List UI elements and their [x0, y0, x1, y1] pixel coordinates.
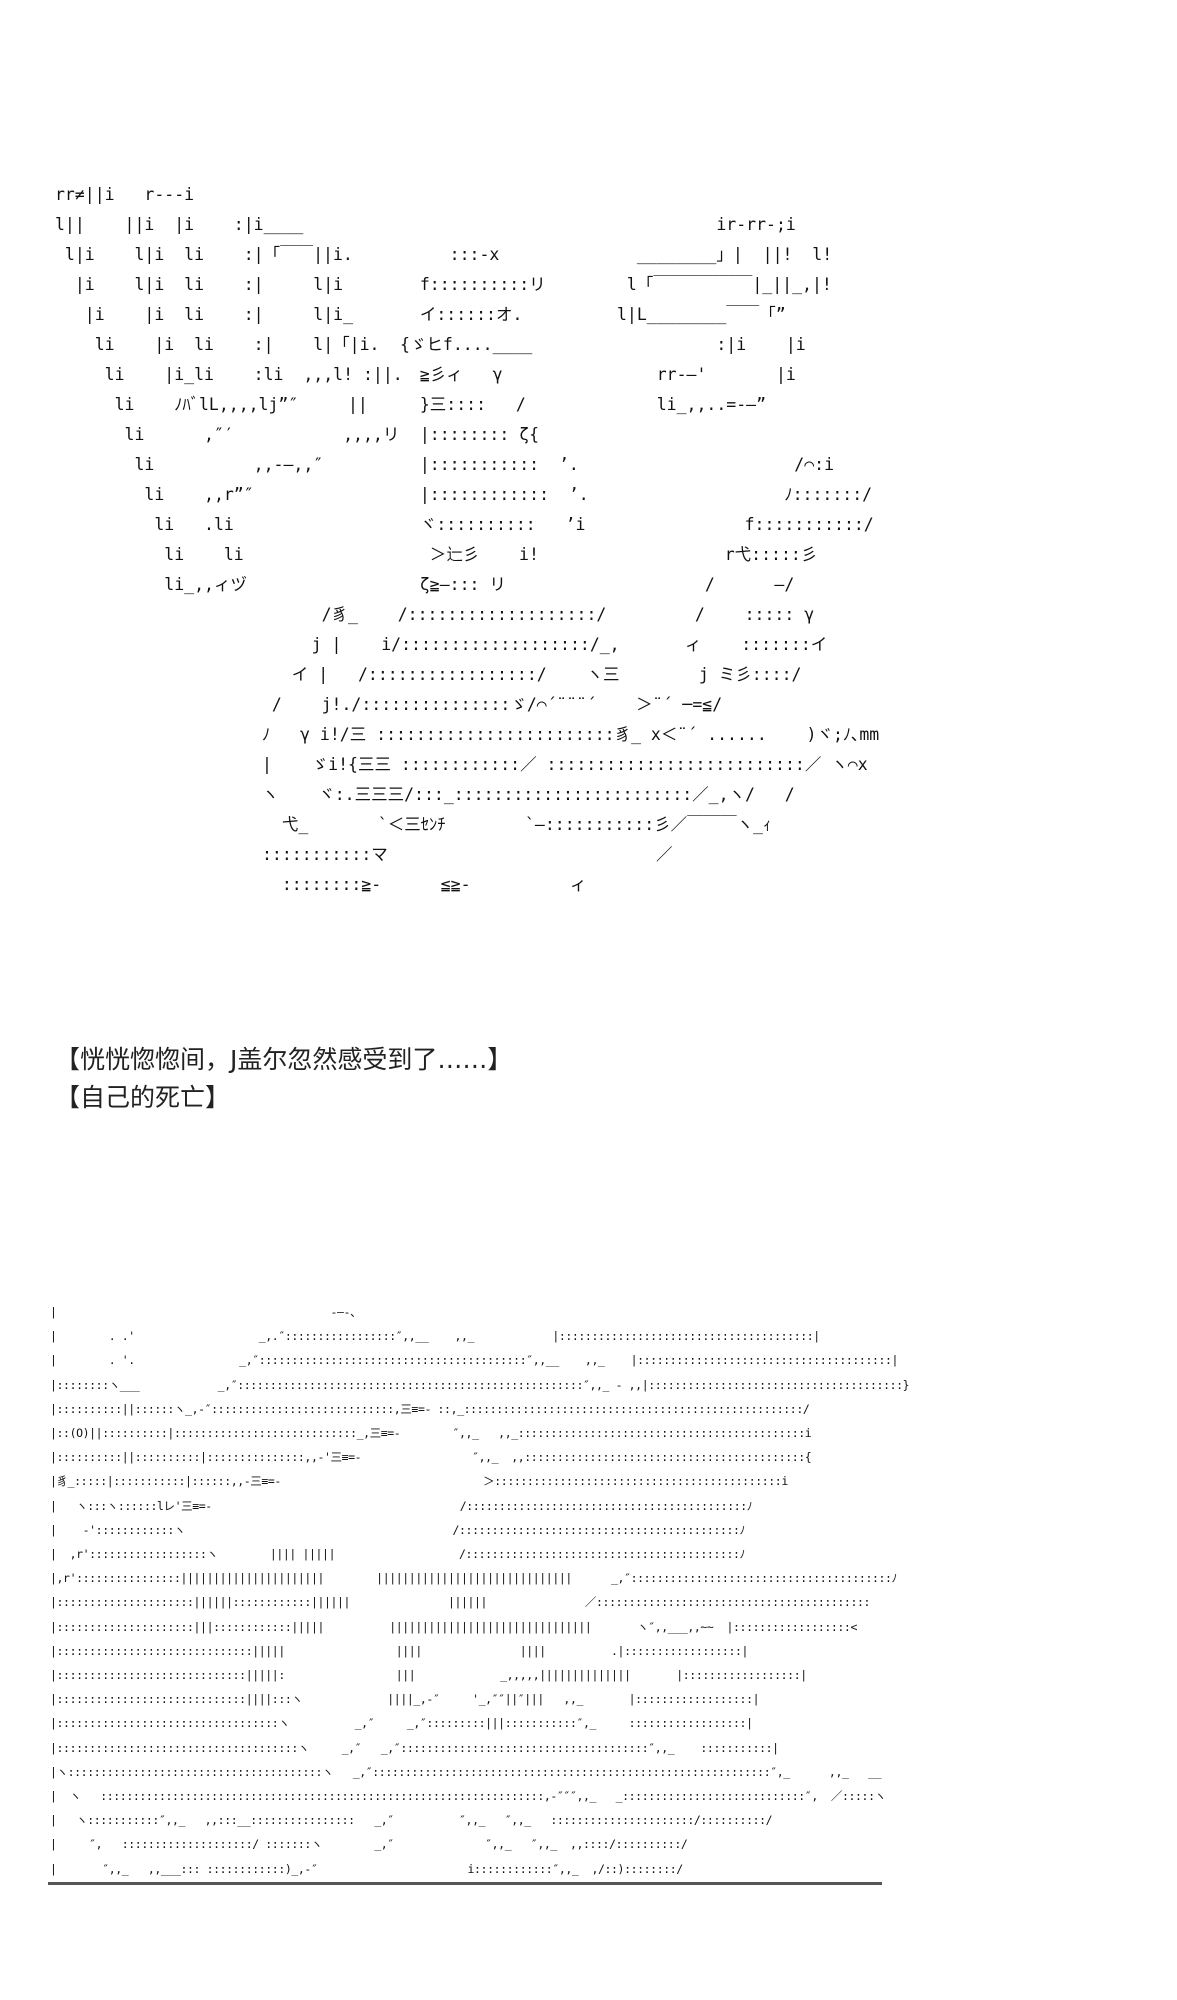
- ascii-art-raised-arm: /⌒:i ﾉ:::::::/ f:::::::::::/ r弋:::::彡 / …: [685, 450, 874, 660]
- ascii-art-line: li ﾉﾊﾞlL,,,,lj”″ ||: [55, 395, 368, 414]
- ascii-art-death-scene: | ‐―‐、| . .' _,.″:::::::::::::::::″,,__ …: [50, 1300, 910, 1881]
- ascii-art-line: l「￣￣￣￣￣￣|_||_,|!: [617, 275, 832, 294]
- ascii-art-line: ________」| ||! l!: [617, 245, 833, 264]
- ascii-art-line: イ | /:::::::::::::::::/ ヽ三 j ミ彡::::/: [262, 665, 802, 684]
- ascii-art-line: rr≠||i r---i: [55, 185, 195, 204]
- ascii-art-line: ヽ ヾ:.三三三/:::_::::::::::::::::::::::::／_,…: [262, 785, 795, 804]
- ascii-art-line: |i |i li :| l|i_: [55, 305, 354, 324]
- ascii-art-line: |:::::::::::::::::::::::::::::|||||: |||…: [50, 1668, 807, 1683]
- ascii-art-line: |::(O)||::::::::::|:::::::::::::::::::::…: [50, 1426, 812, 1441]
- ascii-art-line: |::::::::ヽ___ _,″:::::::::::::::::::::::…: [50, 1377, 910, 1392]
- ascii-art-pipe-hook: ir-rr-;i ________」| ||! l! l「￣￣￣￣￣￣|_||_…: [617, 210, 832, 420]
- ascii-art-line: | ″, ::::::::::::::::::::/ :::::::ヽ _,″ …: [50, 1837, 688, 1852]
- ascii-art-line: li_,,..=-―”: [617, 395, 767, 414]
- ascii-art-line: / ―/: [685, 575, 795, 594]
- ascii-art-line: | . .' _,.″:::::::::::::::::″,,__ ,,_ |:…: [50, 1329, 820, 1344]
- ascii-art-line: li ,,-―,,″: [55, 455, 324, 474]
- ascii-art-line: | -'::::::::::::ヽ /:::::::::::::::::::::…: [50, 1522, 745, 1537]
- ascii-art-line: ﾉ:::::::/: [685, 485, 873, 504]
- ascii-art-line: li |i_li :li ,,,l! :||.: [55, 365, 403, 384]
- ascii-art-line: |豸_:::::|:::::::::::|::::::,,-三≡=- ＞::::…: [50, 1474, 788, 1489]
- ascii-art-line: :::::::::::マ ／: [262, 845, 673, 864]
- ground-line-divider: [48, 1882, 882, 1885]
- ascii-art-line: | ‐―‐、: [50, 1305, 362, 1319]
- ascii-art-line: |::::::::::||::::::::::|:::::::::::::::,…: [50, 1450, 812, 1465]
- ascii-art-line: |:::::::::::: ’.: [400, 485, 589, 504]
- ascii-art-line: |:::::::::::::::::::::::::::::::::::::ヽ …: [50, 1740, 779, 1755]
- ascii-art-line: :::-x: [400, 245, 500, 264]
- ascii-art-line: j | i/:::::::::::::::::::/_,: [262, 635, 620, 654]
- ascii-art-line: |i l|i li :| l|i: [55, 275, 344, 294]
- ascii-art-line: f:::::::::::/: [685, 515, 874, 534]
- ascii-art-line: ≧彡ィ γ: [400, 365, 503, 384]
- ascii-art-line: :|i |i: [617, 335, 806, 354]
- ascii-art-line: ィ :::::::イ: [685, 635, 828, 654]
- ascii-art-line: l|i l|i li :|「￣￣||i.: [55, 245, 353, 264]
- ascii-art-line: /豸_ /:::::::::::::::::::/: [262, 605, 607, 624]
- ascii-art-line: rr-―' |i: [617, 365, 796, 384]
- ascii-art-line: }三:::: /: [400, 395, 526, 414]
- ascii-art-line: r弋:::::彡: [685, 545, 818, 564]
- ascii-art-line: |:::::::: ζ{: [400, 425, 540, 444]
- ascii-art-line: li ,″′ ,,,,リ: [55, 425, 400, 444]
- ascii-art-line: li li: [55, 545, 244, 564]
- ascii-art-line: | ″,,_ ,,___::: ::::::::::::)_,-″ i:::::…: [50, 1861, 683, 1876]
- ascii-art-line: li ,,r”″: [55, 485, 254, 504]
- ascii-art-line: |::::::::::::::::::::::::::::::::::ヽ _,″…: [50, 1716, 753, 1731]
- ascii-art-line: | ヽ:::ヽ::::::lレ'三≡=- /::::::::::::::::::…: [50, 1498, 753, 1513]
- ascii-art-line: |::::::::::: ’.: [400, 455, 579, 474]
- narration-caption-1: 【恍恍惚惚间，J盖尔忽然感受到了……】: [55, 1045, 513, 1074]
- ascii-art-line: / j!./:::::::::::::::ゞ/⌒´¨¨¨´ ＞¨´ ─=≦/: [262, 695, 723, 714]
- ascii-art-line: | ヽ:::::::::::″,,_ ,,:::__::::::::::::::…: [50, 1813, 773, 1828]
- ascii-art-line: | ,r'::::::::::::::::::ヽ |||| ||||| /:::…: [50, 1547, 745, 1562]
- ascii-art-line: |:::::::::::::::::::::|||::::::::::::|||…: [50, 1619, 857, 1634]
- ascii-art-line: ir-rr-;i: [617, 215, 796, 234]
- ascii-art-line: |ヽ::::::::::::::::::::::::::::::::::::::…: [50, 1764, 882, 1779]
- ascii-art-line: | ヽ ::::::::::::::::::::::::::::::::::::…: [50, 1789, 886, 1804]
- ascii-art-line: ヾ:::::::::: ’i: [400, 515, 586, 534]
- ascii-art-line: ＞辷彡 i!: [400, 545, 539, 564]
- ascii-art-line: | . '. _,″::::::::::::::::::::::::::::::…: [50, 1353, 899, 1368]
- ascii-art-raised-hand: rr≠||i r---i l|| ||i |i :|i____ l|i l|i l…: [55, 180, 403, 600]
- ascii-art-line: /⌒:i: [685, 455, 835, 474]
- ascii-art-line: イ::::::オ.: [400, 305, 523, 324]
- ascii-art-line: |:::::::::::::::::::::||||||::::::::::::…: [50, 1595, 871, 1610]
- narration-caption-2: 【自己的死亡】: [55, 1083, 231, 1112]
- ascii-art-line: ζ≧―::: リ: [400, 575, 506, 594]
- ascii-art-line: l|L________￣￣「”: [617, 305, 786, 324]
- ascii-art-line: l|| ||i |i :|i____: [55, 215, 304, 234]
- ascii-art-line: ﾉ γ i!/三 ::::::::::::::::::::::::豸_ x＜¨´…: [262, 725, 880, 744]
- ascii-art-line: |::::::::::||::::::ヽ_,-″::::::::::::::::…: [50, 1401, 810, 1416]
- ascii-art-line: f::::::::::リ: [400, 275, 546, 294]
- ascii-art-figure-body: /豸_ /:::::::::::::::::::/ j | i/::::::::…: [262, 600, 879, 900]
- ascii-art-line: ::::::::≧- ≦≧- ィ: [262, 875, 587, 894]
- ascii-art-line: | ゞi!{三三 ::::::::::::／ :::::::::::::::::…: [262, 755, 868, 774]
- ascii-art-line: |:::::::::::::::::::::::::::::||||:::ヽ |…: [50, 1692, 760, 1707]
- ascii-art-line: 弋_ `＜三ｾﾝﾁ `―:::::::::::彡／￣￣￣ヽ_ｨ: [262, 815, 772, 834]
- ascii-art-line: li |i li :| l|「|i.: [55, 335, 380, 354]
- ascii-art-line: li_,,ィヅ: [55, 575, 247, 594]
- ascii-art-figure-head: :::-x f::::::::::リ イ::::::オ.{ゞヒf....____…: [400, 240, 589, 600]
- ascii-art-line: {ゞヒf....____: [400, 335, 533, 354]
- ascii-art-line: / ::::: γ: [685, 605, 815, 624]
- ascii-art-line: |::::::::::::::::::::::::::::::||||| |||…: [50, 1643, 749, 1658]
- ascii-art-line: li .li: [55, 515, 234, 534]
- ascii-art-line: |,r'::::::::::::::::||||||||||||||||||||…: [50, 1571, 897, 1586]
